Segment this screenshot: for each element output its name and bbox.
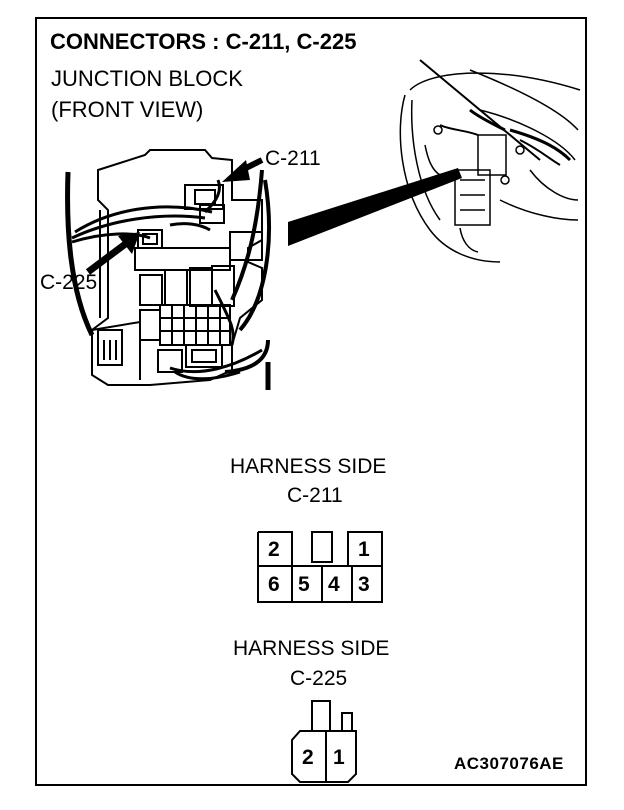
connector1-name: C-211 [287,484,343,507]
page-title: CONNECTORS : C-211, C-225 [50,29,357,54]
location-pointer-icon [288,168,462,246]
pin-4: 4 [328,573,340,596]
figure-frame [35,17,587,786]
figure-code: AC307076AE [454,754,564,773]
pin-2: 2 [302,746,314,769]
pin-5: 5 [298,573,310,596]
junction-block-label: JUNCTION BLOCK [51,66,243,91]
callout-c225-label: C-225 [40,271,98,294]
pin-3: 3 [358,573,370,596]
pin-2: 2 [268,538,280,561]
connector1-heading: HARNESS SIDE [230,455,387,478]
pin-1: 1 [333,746,345,769]
pin-1: 1 [358,538,370,561]
callout-c211-label: C-211 [265,147,321,170]
arrow-c211-icon [222,157,264,182]
arrow-c225-icon [85,232,140,275]
view-label: (FRONT VIEW) [51,97,204,122]
connector2-heading: HARNESS SIDE [233,637,390,660]
pin-6: 6 [268,573,280,596]
connector2-name: C-225 [290,667,348,690]
